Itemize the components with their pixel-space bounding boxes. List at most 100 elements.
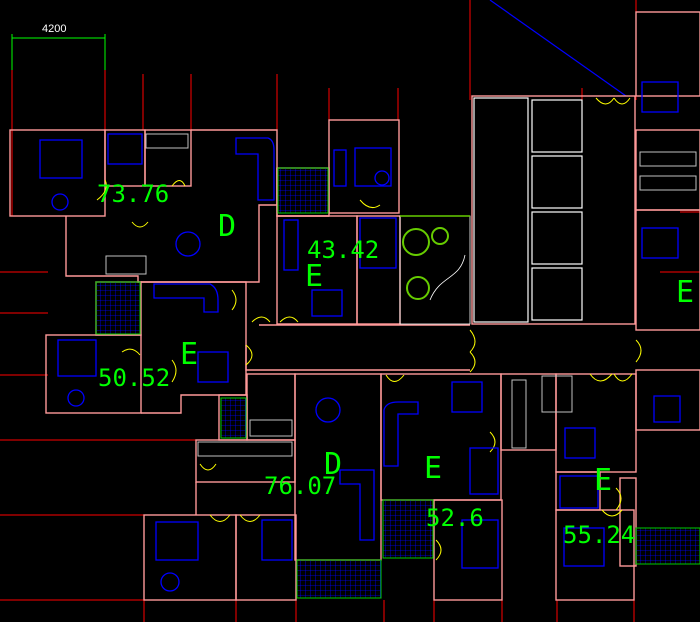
core-shaft: [531, 99, 583, 153]
garden: [399, 215, 471, 325]
kitchen-counter: [541, 375, 573, 413]
dining-table-icon: [311, 289, 343, 317]
garden-path: [429, 254, 466, 301]
bed-icon: [461, 519, 499, 569]
armchair-icon: [51, 193, 69, 211]
door-swing: [121, 348, 141, 356]
door-swing: [613, 373, 633, 382]
wall-outline: [65, 129, 278, 283]
balcony-hatch: [382, 499, 434, 559]
door-swing: [435, 539, 442, 561]
unit-type-label: E: [305, 259, 323, 294]
area-label: 52.6: [426, 504, 484, 532]
dimension-4200: 4200: [11, 23, 106, 70]
door-swing: [96, 179, 107, 201]
dining-table-icon: [641, 227, 679, 259]
wall-outline: [141, 281, 247, 414]
door-swing: [171, 359, 177, 383]
area-label: 73.76: [97, 180, 169, 208]
dimension-text: 4200: [42, 23, 66, 35]
balcony-hatch: [220, 397, 247, 439]
area-label: 76.07: [264, 472, 336, 500]
dining-table-icon: [175, 231, 201, 257]
door-swing: [251, 316, 271, 323]
bed-icon: [57, 339, 97, 377]
balconies: [95, 167, 700, 599]
bathroom-fixture-icon: [559, 475, 599, 509]
balcony-hatch: [277, 167, 329, 214]
door-swing: [359, 199, 381, 209]
core-shaft: [473, 97, 529, 323]
door-swing: [199, 463, 217, 471]
bathroom-fixture-icon: [107, 133, 143, 165]
wall-room: [144, 129, 192, 187]
unit-type-label: E: [676, 275, 694, 310]
area-label: 50.52: [98, 364, 170, 392]
bed-icon: [39, 139, 83, 179]
door-swing: [613, 97, 631, 105]
wall-room: [433, 499, 503, 601]
door-swing: [245, 344, 253, 366]
sofa-icon: [339, 469, 375, 541]
balcony-hatch: [95, 281, 141, 335]
door-swing: [469, 329, 476, 353]
armchair-icon: [67, 389, 85, 407]
unit-type-label: D: [324, 447, 342, 482]
kitchen-counter: [145, 133, 189, 149]
dining-table-icon: [564, 427, 596, 459]
furniture: [39, 81, 681, 592]
unit-type-label: E: [424, 451, 442, 486]
kitchen-counter: [197, 441, 293, 457]
wall-room: [635, 11, 700, 97]
bathroom-fixture-icon: [469, 447, 499, 495]
doors: [96, 97, 642, 561]
unit-type-label: E: [594, 463, 612, 498]
wall-room: [635, 209, 700, 331]
sofa-icon: [383, 401, 419, 467]
armchair-icon: [374, 170, 390, 186]
bed-icon: [354, 147, 392, 187]
door-swing: [589, 373, 613, 382]
bathroom-fixture-icon: [261, 519, 293, 561]
wall-room: [619, 477, 637, 567]
door-swing: [239, 514, 261, 522]
dining-table-icon: [197, 351, 229, 383]
door-swing: [131, 221, 149, 228]
sofa-icon: [653, 395, 681, 423]
roof-edge-line: [489, 0, 627, 97]
sofa-icon: [235, 137, 275, 201]
dining-table-icon: [451, 381, 483, 413]
door-swing: [469, 351, 476, 373]
kitchen-counter: [511, 379, 527, 449]
balcony-hatch: [635, 527, 700, 565]
door-swing: [595, 97, 615, 105]
door-swing: [279, 316, 299, 323]
dining-table-icon: [641, 81, 679, 113]
unit-type-label: D: [218, 209, 236, 244]
tv-cabinet-icon: [333, 149, 347, 187]
armchair-icon: [160, 572, 180, 592]
dining-table-icon: [315, 397, 341, 423]
core-shaft: [531, 267, 583, 321]
door-swing: [209, 514, 231, 522]
tree-icon: [431, 227, 449, 245]
kitchen-counter: [249, 419, 293, 437]
elevator-shafts: [473, 97, 583, 323]
door-swing: [635, 339, 642, 363]
area-labels: 73.76 43.42 50.52 76.07 52.6 55.24: [97, 180, 635, 549]
wall-room: [328, 119, 400, 214]
unit-type-labels: D E E D E E E: [180, 209, 694, 498]
unit-type-label: E: [180, 337, 198, 372]
balcony-hatch: [296, 559, 382, 599]
door-swing: [385, 374, 405, 382]
bathroom-fixture-icon: [359, 217, 397, 269]
door-swing: [171, 180, 186, 187]
door-swing: [615, 487, 622, 511]
wall-outline: [245, 345, 470, 371]
bed-icon: [563, 527, 605, 567]
kitchen-counter: [639, 175, 697, 191]
sofa-icon: [283, 219, 299, 271]
door-swing: [601, 509, 623, 517]
door-swing: [231, 289, 237, 311]
